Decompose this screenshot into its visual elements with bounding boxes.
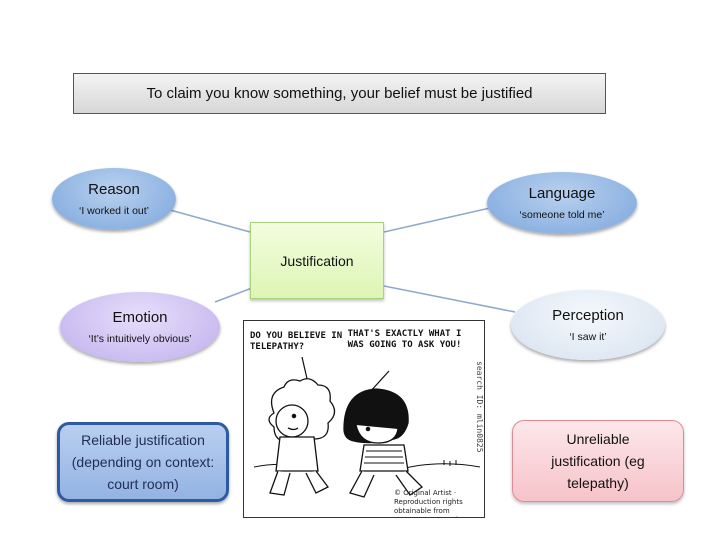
language-example: ‘someone told me’ (519, 208, 605, 221)
justification-label: Justification (280, 252, 354, 269)
unreliable-text: Unreliable justification (eg telepathy) (551, 431, 645, 491)
reliable-justification-box: Reliable justification (depending on con… (57, 422, 229, 502)
language-label: Language (528, 184, 596, 202)
language-node: Language ‘someone told me’ (487, 172, 637, 234)
unreliable-justification-box: Unreliable justification (eg telepathy) (512, 420, 684, 502)
left-kid (268, 378, 336, 496)
right-kid (343, 388, 424, 498)
justification-node: Justification (250, 222, 384, 299)
perception-node: Perception ‘I saw it’ (511, 290, 665, 360)
connector-emotion (214, 287, 253, 303)
cartoon-drawing (253, 356, 481, 498)
reason-example: ‘I worked it out’ (78, 204, 150, 217)
perception-label: Perception (552, 306, 624, 324)
telepathy-cartoon: DO YOU BELIEVE IN TELEPATHY? THAT'S EXAC… (243, 320, 485, 518)
title-text: To claim you know something, your belief… (146, 85, 533, 102)
emotion-label: Emotion (112, 308, 168, 326)
perception-example: ‘I saw it’ (569, 330, 607, 343)
emotion-node: Emotion ‘It’s intuitively obvious’ (60, 292, 220, 362)
title-box: To claim you know something, your belief… (73, 73, 606, 114)
cartoon-side-text: search ID: mlin0825 (475, 361, 484, 453)
reliable-text: Reliable justification (depending on con… (71, 432, 215, 492)
connector-language (383, 207, 491, 233)
emotion-example: ‘It’s intuitively obvious’ (88, 332, 192, 345)
speech-right: THAT'S EXACTLY WHAT I WAS GOING TO ASK Y… (347, 329, 462, 350)
connector-reason (169, 209, 251, 233)
cartoon-credit: © Original Artist · Reproduction rights … (394, 489, 477, 517)
connector-perception (383, 285, 516, 313)
reason-node: Reason ‘I worked it out’ (52, 168, 176, 230)
speech-left: DO YOU BELIEVE IN TELEPATHY? (250, 331, 343, 352)
reason-label: Reason (88, 180, 140, 198)
